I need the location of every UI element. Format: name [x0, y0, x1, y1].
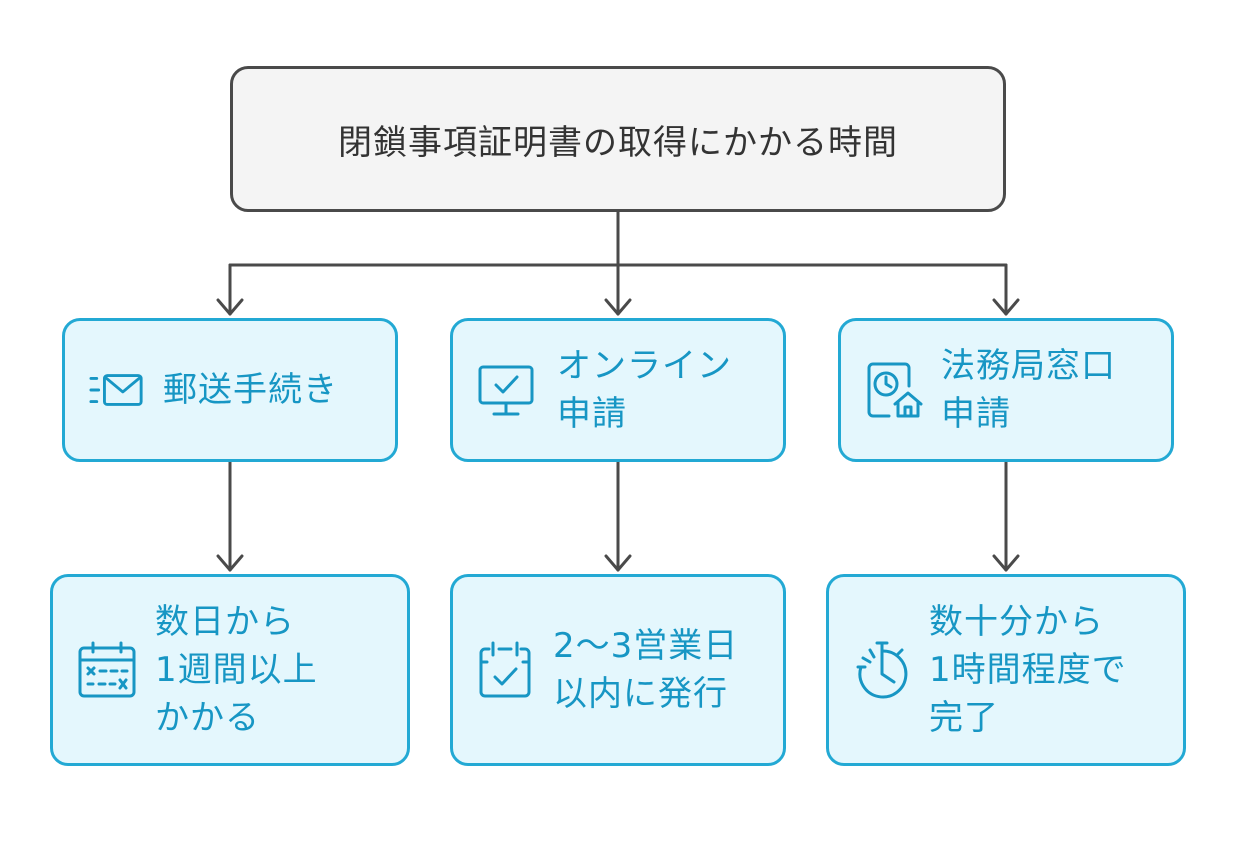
- arrowhead-center-2: [604, 554, 632, 572]
- duration-label-line: 完了: [929, 698, 999, 738]
- method-node-online: オンライン 申請: [450, 318, 786, 462]
- clock-building-icon: [865, 360, 923, 420]
- arrowhead-right-2: [992, 554, 1020, 572]
- method-label-line: 申請: [941, 394, 1011, 434]
- method-label-line: 法務局窓口: [941, 346, 1116, 386]
- duration-label-line: 以内に発行: [553, 674, 728, 714]
- duration-label: 2〜3営業日 以内に発行: [553, 622, 738, 718]
- stopwatch-icon: [853, 640, 911, 700]
- duration-label-line: 数日から: [155, 602, 295, 642]
- method-node-mail: 郵送手続き: [62, 318, 398, 462]
- duration-node-mail: 数日から 1週間以上 かかる: [50, 574, 410, 766]
- duration-label-line: 数十分から: [929, 602, 1104, 642]
- method-node-counter: 法務局窓口 申請: [838, 318, 1174, 462]
- duration-node-online: 2〜3営業日 以内に発行: [450, 574, 786, 766]
- duration-label-line: 2〜3営業日: [553, 626, 739, 666]
- duration-label-line: 1時間程度で: [929, 650, 1127, 690]
- duration-label: 数十分から 1時間程度で 完了: [929, 598, 1127, 742]
- method-label: 法務局窓口 申請: [941, 342, 1116, 438]
- method-label-line: 郵送手続き: [163, 370, 338, 410]
- calendar-check-icon: [477, 640, 533, 700]
- calendar-x-icon: [77, 640, 137, 700]
- method-label: 郵送手続き: [163, 366, 338, 414]
- method-label: オンライン 申請: [557, 342, 732, 438]
- duration-label: 数日から 1週間以上 かかる: [155, 598, 318, 742]
- root-title: 閉鎖事項証明書の取得にかかる時間: [338, 122, 898, 163]
- duration-label-line: かかる: [155, 698, 260, 738]
- duration-node-counter: 数十分から 1時間程度で 完了: [826, 574, 1186, 766]
- method-label-line: 申請: [557, 394, 627, 434]
- mail-icon: [89, 370, 145, 410]
- method-label-line: オンライン: [557, 346, 732, 386]
- arrowhead-left-1: [216, 298, 244, 316]
- duration-label-line: 1週間以上: [155, 650, 318, 690]
- monitor-check-icon: [477, 362, 535, 418]
- arrowhead-right-1: [992, 298, 1020, 316]
- arrowhead-center-1: [604, 298, 632, 316]
- arrowhead-left-2: [216, 554, 244, 572]
- root-node: 閉鎖事項証明書の取得にかかる時間: [230, 66, 1006, 212]
